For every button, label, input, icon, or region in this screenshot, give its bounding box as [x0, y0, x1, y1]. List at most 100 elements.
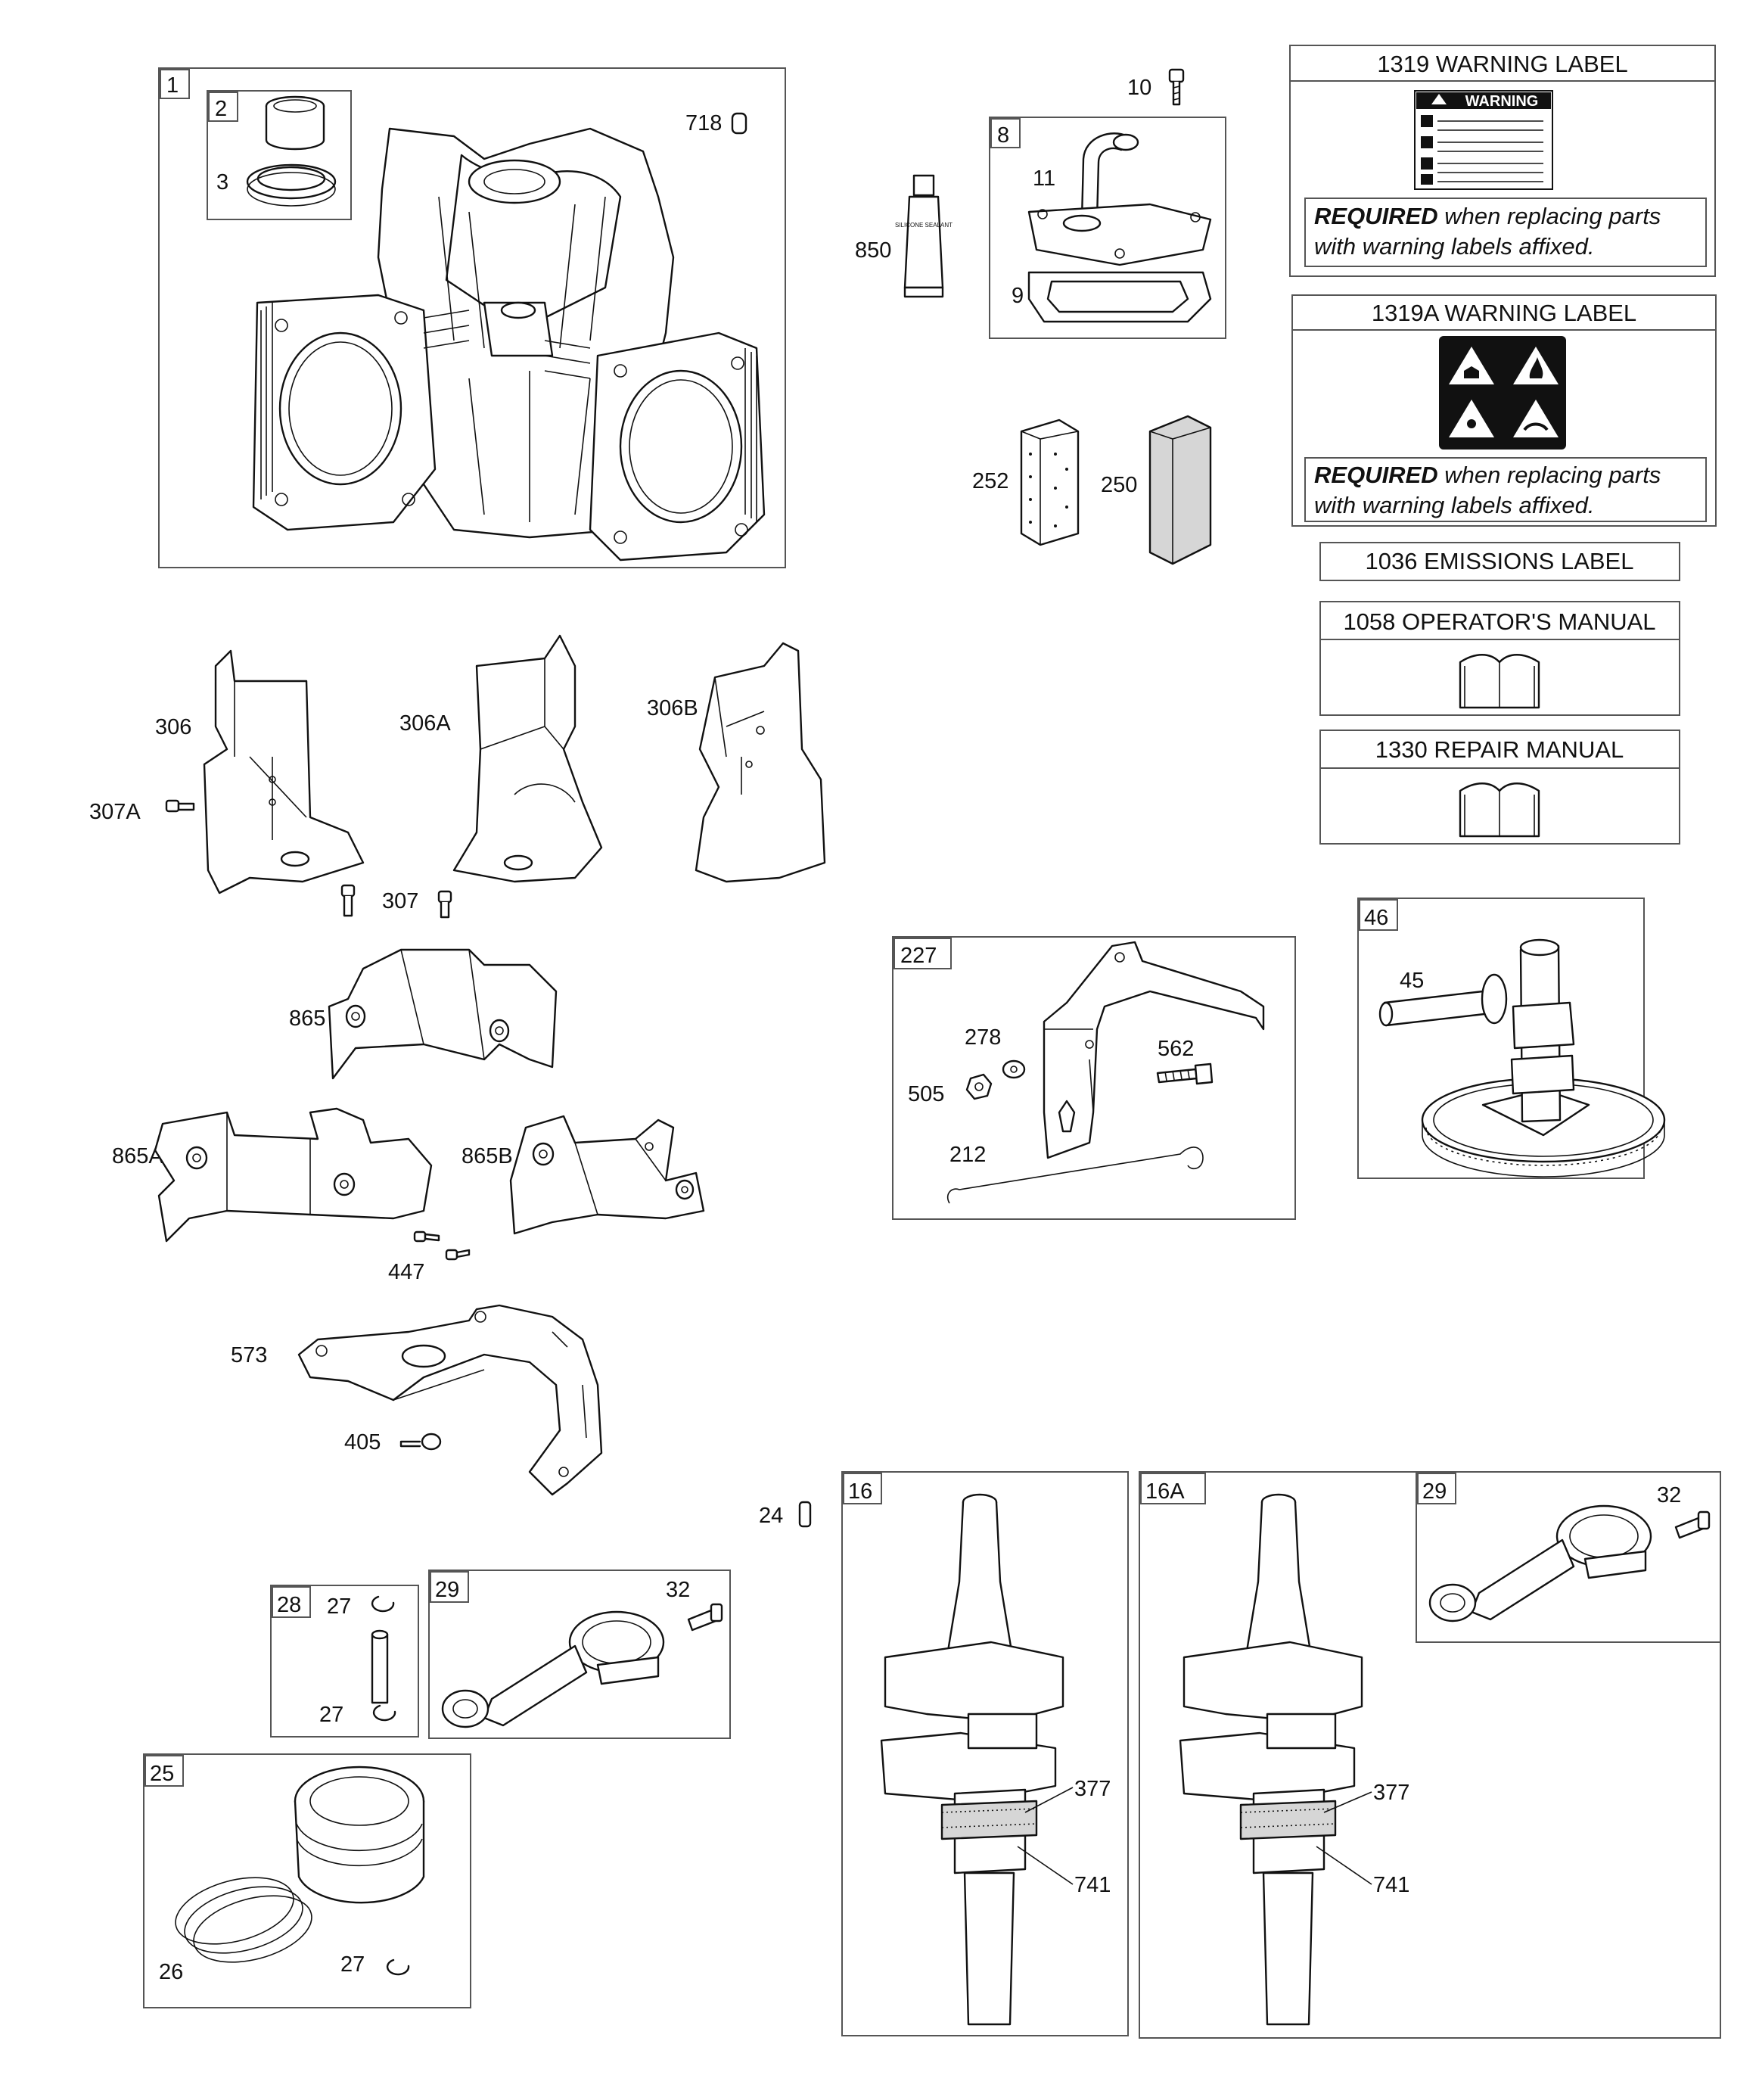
dowel-pin-icon	[731, 112, 747, 135]
cam-follower-45-icon	[1378, 973, 1508, 1027]
part-1: 1	[166, 73, 179, 98]
washer-278-icon	[1002, 1059, 1026, 1079]
screw-307-right-icon	[437, 890, 452, 919]
piston-icon	[294, 1766, 425, 1904]
piston-pin-group: 28 27 27	[270, 1585, 419, 1738]
sealant-text: SILICONE SEALANT	[895, 222, 953, 229]
required-box-1319a	[1304, 457, 1707, 522]
part-562: 562	[1158, 1037, 1194, 1061]
title-1319a: 1319A WARNING LABEL	[1372, 300, 1636, 326]
part-16a: 16A	[1145, 1479, 1185, 1504]
part-29-right: 29	[1422, 1479, 1447, 1504]
title-1330: 1330 REPAIR MANUAL	[1375, 736, 1624, 763]
box-29-left-tag	[430, 1571, 469, 1603]
clip-27-top-icon	[371, 1595, 395, 1613]
box-1058	[1319, 601, 1680, 716]
part-32-right: 32	[1657, 1483, 1681, 1507]
required-1319a-bold: REQUIRED	[1314, 462, 1438, 488]
breather-cover-icon	[1027, 203, 1212, 266]
nut-505-icon	[965, 1073, 993, 1100]
required-1319a-line2: with warning labels affixed.	[1314, 492, 1594, 518]
part-307: 307	[382, 889, 418, 913]
camshaft-group: 46 45	[1357, 898, 1666, 1179]
sticker-warning-text: WARNING	[1465, 93, 1539, 110]
box-28-tag	[272, 1586, 311, 1618]
engine-block-group: 1 2 3 718	[158, 67, 786, 568]
part-25: 25	[150, 1762, 174, 1786]
breather-tube-icon	[1080, 132, 1139, 221]
box-16-tag	[843, 1473, 882, 1504]
part-405: 405	[344, 1430, 381, 1454]
screw-307a-icon	[165, 799, 195, 813]
backplate-573-icon	[297, 1304, 603, 1496]
conrod-left-group: 29 32	[428, 1570, 731, 1739]
part-250: 250	[1101, 473, 1137, 497]
part-306a: 306A	[399, 711, 451, 736]
baffle-group: 865 865A 865B 447	[112, 948, 705, 1284]
part-850: 850	[855, 238, 891, 263]
box-1-tag	[160, 69, 190, 99]
part-718: 718	[685, 111, 722, 135]
box-2	[207, 90, 352, 220]
screw-447-left-icon	[413, 1230, 440, 1243]
governor-group: 227 278 505 562 212	[892, 936, 1296, 1220]
conrod-left-icon	[441, 1610, 665, 1728]
clip-27-piston-icon	[386, 1958, 410, 1976]
part-11: 11	[1033, 166, 1055, 191]
part-10: 10	[1127, 76, 1151, 100]
conrod-right-icon	[1428, 1504, 1652, 1622]
title-1319: 1319 WARNING LABEL	[1377, 51, 1627, 77]
hazard-pictogram-icon	[1439, 336, 1566, 450]
crankshaft-16a-icon	[1179, 1493, 1363, 2026]
required-1319-line2: with warning labels affixed.	[1314, 233, 1594, 260]
part-2: 2	[215, 97, 227, 121]
blower-housing-306-icon	[203, 649, 365, 894]
leader-741-left	[1017, 1846, 1074, 1885]
part-45: 45	[1400, 969, 1424, 993]
leader-741-right	[1316, 1846, 1372, 1885]
box-29-left	[428, 1570, 731, 1739]
box-25-tag	[145, 1755, 184, 1787]
filter-group: 252 250	[972, 415, 1212, 565]
part-505: 505	[908, 1082, 944, 1106]
warning-sticker-icon: WARNING	[1414, 90, 1553, 190]
crankshaft-16-group: 16 377 741	[841, 1471, 1129, 2036]
box-1319	[1289, 45, 1716, 277]
blower-housing-306b-icon	[695, 642, 826, 883]
required-1319-line1: REQUIRED when replacing parts	[1314, 203, 1661, 229]
paper-filter-250-icon	[1148, 415, 1212, 565]
screw-32-right-icon	[1674, 1510, 1711, 1539]
part-26: 26	[159, 1960, 183, 1984]
screw-562-icon	[1156, 1062, 1214, 1085]
part-8: 8	[997, 123, 1009, 148]
governor-lever-icon	[1043, 941, 1265, 1159]
part-377-left: 377	[1074, 1777, 1111, 1801]
title-1036: 1036 EMISSIONS LABEL	[1366, 548, 1634, 574]
required-1319-bold: REQUIRED	[1314, 203, 1438, 229]
part-307a: 307A	[89, 800, 141, 824]
screw-32-left-icon	[687, 1603, 723, 1632]
part-29-left: 29	[435, 1578, 459, 1602]
required-box-1319	[1304, 198, 1707, 267]
box-227-tag	[893, 938, 952, 969]
box-29-right-tag	[1417, 1473, 1456, 1504]
part-865b: 865B	[462, 1144, 513, 1168]
piston-group: 25 26 27	[143, 1753, 471, 2008]
part-741-left: 741	[1074, 1873, 1111, 1897]
required-1319-rest: when replacing parts	[1438, 203, 1661, 229]
camshaft-icon	[1510, 938, 1575, 1123]
crankshaft-16-icon	[880, 1493, 1064, 2026]
blower-housing-306a-icon	[452, 634, 603, 883]
dowel-24-icon	[798, 1501, 812, 1528]
box-29-right	[1416, 1471, 1721, 1643]
breather-group: 10 8 11 9 850 SI	[855, 68, 1226, 339]
part-252: 252	[972, 469, 1008, 493]
box-8-tag	[990, 118, 1021, 148]
part-28: 28	[277, 1593, 301, 1617]
part-24: 24	[759, 1504, 783, 1528]
part-227: 227	[900, 944, 937, 968]
box-25	[143, 1753, 471, 2008]
breather-gasket-icon	[1027, 271, 1212, 323]
box-46	[1357, 898, 1645, 1179]
